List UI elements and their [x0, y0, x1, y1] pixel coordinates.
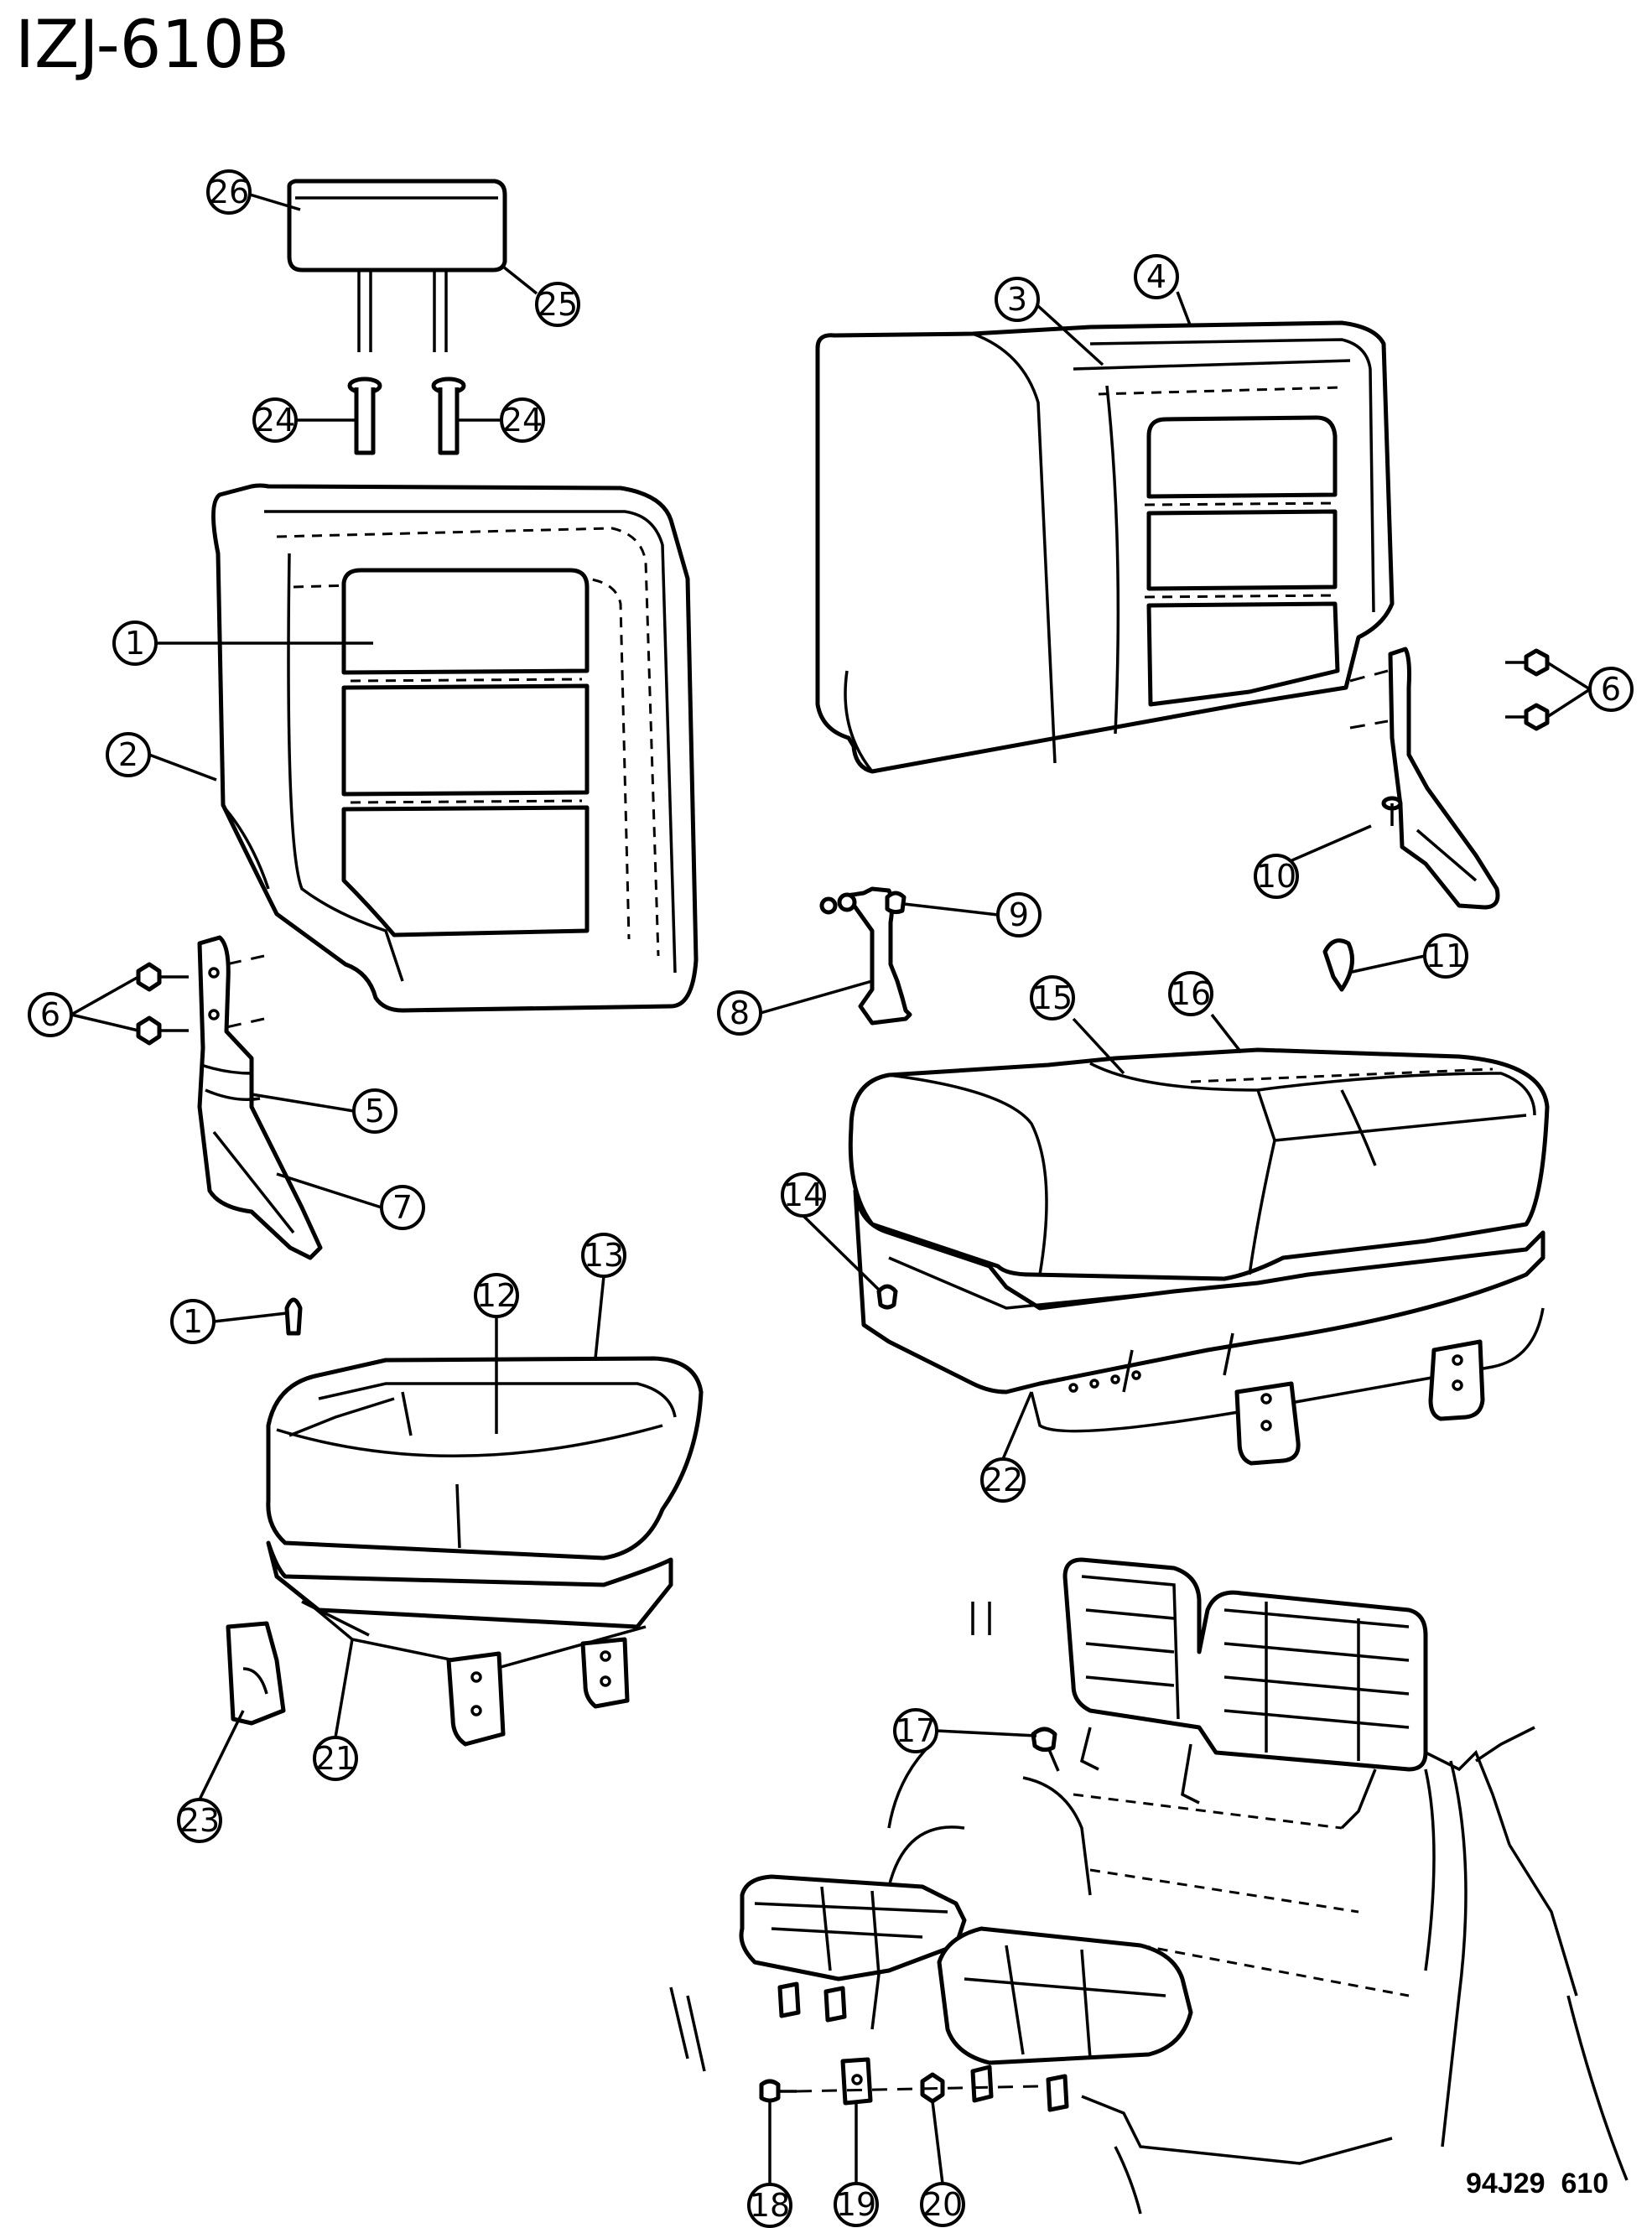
svg-text:24: 24: [255, 402, 295, 439]
callout-17: 17: [893, 1708, 938, 1753]
front-riser-bracket: [226, 1621, 286, 1726]
callout-10: 10: [1254, 854, 1299, 899]
callout-15: 15: [1030, 975, 1075, 1021]
svg-text:11: 11: [1426, 937, 1466, 974]
svg-text:6: 6: [1601, 671, 1621, 708]
svg-text:6: 6: [40, 996, 60, 1033]
callout-1-cushion: 1: [170, 1299, 216, 1344]
front-bracket-bolts: [136, 954, 265, 1046]
callout-25: 25: [535, 282, 580, 327]
callout-21: 21: [313, 1736, 358, 1781]
center-hinge-strap: [819, 886, 912, 1026]
hinge-nut: [885, 891, 907, 915]
svg-text:8: 8: [730, 995, 750, 1031]
installed-rear-seat-view: [669, 1557, 1629, 2215]
rear-hinge-bracket: [1381, 647, 1500, 910]
svg-text:16: 16: [1171, 975, 1211, 1012]
svg-text:24: 24: [502, 402, 543, 439]
callout-24-right: 24: [500, 397, 545, 443]
drawing-code: 94J29 610: [1466, 2168, 1608, 2199]
svg-text:22: 22: [983, 1462, 1023, 1498]
svg-text:5: 5: [365, 1093, 385, 1130]
rear-seat-cushion-illustration: [848, 1047, 1550, 1466]
svg-text:19: 19: [836, 2186, 876, 2223]
front-cushion-clip: [284, 1297, 303, 1336]
svg-text:14: 14: [783, 1176, 823, 1213]
front-seat-back-illustration: [210, 483, 699, 1013]
retaining-clip: [1322, 938, 1354, 992]
callout-7: 7: [380, 1185, 425, 1230]
callout-4: 4: [1134, 254, 1179, 299]
callout-13: 13: [581, 1233, 626, 1278]
callout-11: 11: [1423, 933, 1468, 979]
headrest-illustration: [287, 179, 507, 352]
svg-text:25: 25: [538, 286, 578, 323]
svg-text:12: 12: [476, 1277, 517, 1314]
callout-23: 23: [177, 1798, 222, 1843]
svg-text:1: 1: [183, 1303, 203, 1340]
headrest-guide-sleeves: [347, 377, 466, 455]
rear-cushion-fastener: [876, 1284, 898, 1310]
front-recliner-bracket: [197, 935, 323, 1260]
callout-22: 22: [980, 1457, 1026, 1503]
svg-text:26: 26: [209, 174, 249, 210]
svg-text:13: 13: [584, 1237, 624, 1274]
rear-seat-back-illustration: [815, 320, 1395, 774]
seat-mounting-bolt: [1031, 1727, 1060, 1772]
svg-text:1: 1: [125, 625, 145, 662]
floor-anchor-bolt: [759, 2079, 797, 2103]
floor-anchor-bracket: [840, 2057, 873, 2106]
callout-8: 8: [717, 990, 762, 1036]
callout-1-back: 1: [112, 621, 158, 666]
callout-18: 18: [747, 2183, 792, 2228]
svg-text:23: 23: [179, 1802, 220, 1839]
callout-16: 16: [1168, 971, 1213, 1016]
front-seat-cushion-illustration: [266, 1356, 704, 1747]
callout-19: 19: [834, 2182, 879, 2227]
callout-5: 5: [352, 1088, 397, 1134]
callout-6-front: 6: [28, 992, 73, 1037]
callout-9: 9: [996, 892, 1042, 937]
callout-2: 2: [106, 732, 151, 777]
callout-20: 20: [920, 2182, 965, 2227]
svg-text:2: 2: [118, 736, 138, 773]
svg-text:18: 18: [750, 2187, 790, 2224]
svg-text:20: 20: [922, 2186, 963, 2223]
rear-bracket-bolts: [1349, 648, 1550, 731]
svg-text:10: 10: [1256, 858, 1296, 895]
callout-14: 14: [781, 1172, 826, 1218]
callout-6-rear: 6: [1588, 667, 1634, 712]
svg-text:4: 4: [1146, 258, 1166, 295]
svg-text:7: 7: [392, 1189, 413, 1226]
callout-24-left: 24: [252, 397, 298, 443]
svg-text:3: 3: [1007, 281, 1027, 318]
svg-text:15: 15: [1032, 979, 1073, 1016]
callout-12: 12: [474, 1273, 519, 1318]
installed-view-bolt-axis: [796, 2085, 1041, 2093]
callout-3: 3: [995, 277, 1040, 322]
svg-text:9: 9: [1009, 896, 1029, 933]
svg-text:21: 21: [315, 1740, 356, 1777]
diagram-title: IZJ-610B: [15, 8, 289, 83]
svg-text:17: 17: [896, 1712, 936, 1749]
callout-26: 26: [206, 169, 252, 215]
